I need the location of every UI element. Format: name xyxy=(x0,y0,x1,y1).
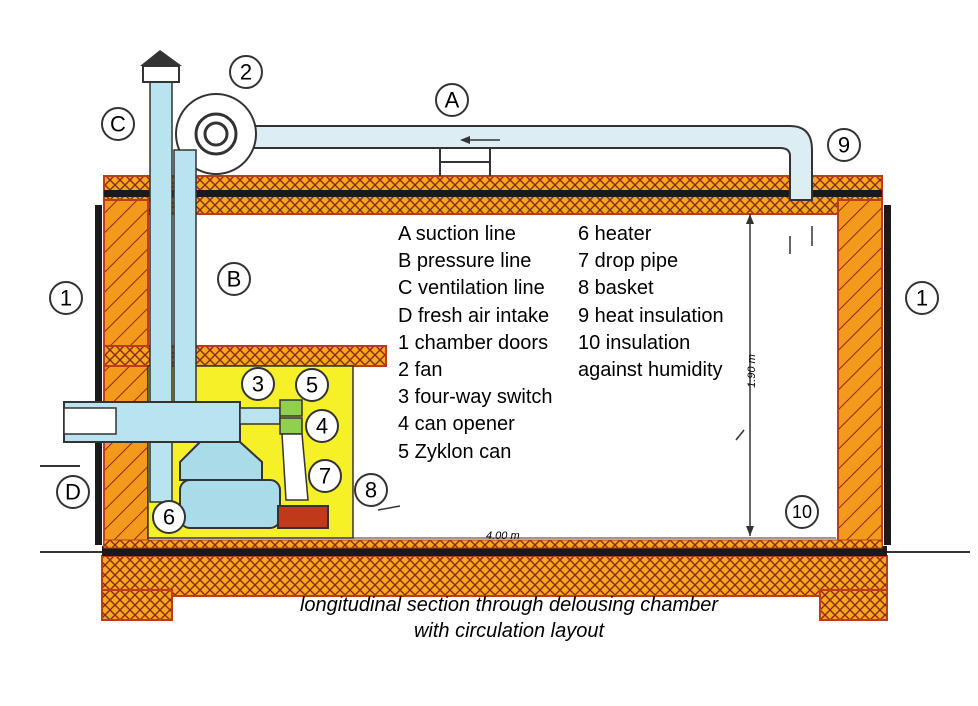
label-2: 2 xyxy=(240,60,252,85)
legend-left-item: A suction line xyxy=(398,223,516,245)
legend-right-item: against humidity xyxy=(578,359,723,382)
callout-labels xyxy=(49,55,939,534)
caption-line-1: longitudinal section through delousing c… xyxy=(299,594,719,616)
legend-left-item: 3 four-way switch xyxy=(398,386,553,409)
label-C: C xyxy=(110,112,126,137)
label-D: D xyxy=(65,480,81,505)
legend-left-item: 4 can opener xyxy=(398,413,515,436)
shelf xyxy=(103,345,387,367)
legend-left: A suction line B pressure line C ventilati… xyxy=(398,221,553,466)
label-circle-B xyxy=(217,262,251,296)
legend-left-item: D fresh air intake xyxy=(398,304,550,327)
four-way-switch-duct xyxy=(40,401,281,467)
label-circle-2 xyxy=(229,55,263,89)
legend-right-item: 10 insulation xyxy=(578,331,691,354)
dimension-lines xyxy=(150,214,836,539)
legend-right-item: 8 basket xyxy=(578,277,654,300)
label-4: 4 xyxy=(316,414,328,439)
label-circle-A xyxy=(435,83,469,117)
label-circle-C xyxy=(101,107,135,141)
legend-left-item: B pressure line xyxy=(398,250,532,273)
label-circle-3 xyxy=(241,367,275,401)
label-circle-4 xyxy=(305,409,339,443)
label-circle-5 xyxy=(295,368,329,402)
label-1-left: 1 xyxy=(60,286,72,311)
legend-right-item: 6 heater xyxy=(578,223,652,245)
label-A: A xyxy=(445,88,460,113)
legend-left-item: 2 fan xyxy=(398,359,443,382)
label-5: 5 xyxy=(306,373,318,398)
callout-label-text: A 2 C B 1 1 9 3 5 4 7 8 6 D 10 xyxy=(60,60,928,530)
basket xyxy=(277,505,329,529)
label-circle-6 xyxy=(152,500,186,534)
label-B: B xyxy=(227,267,242,292)
label-circle-10 xyxy=(785,495,819,529)
flow-arrows xyxy=(377,226,813,511)
label-10: 10 xyxy=(792,502,812,522)
label-3: 3 xyxy=(252,372,264,397)
legend-left-item: C ventilation line xyxy=(398,277,545,300)
label-7: 7 xyxy=(319,464,331,489)
legend-left-item: 1 chamber doors xyxy=(398,331,549,354)
legend-left-item: 5 Zyklon can xyxy=(398,440,512,463)
label-circle-8 xyxy=(354,473,388,507)
caption-line-2: with circulation layout xyxy=(413,620,605,642)
label-9: 9 xyxy=(838,133,850,158)
drop-pipe xyxy=(279,399,309,501)
label-circle-1-right xyxy=(905,281,939,315)
width-dimension-label: 4.00 m xyxy=(486,530,520,542)
legend-right-item: 9 heat insulation xyxy=(578,304,724,327)
foundation xyxy=(101,546,888,621)
label-circle-D xyxy=(56,475,90,509)
heater xyxy=(179,441,281,529)
suction-line xyxy=(239,125,813,201)
label-circle-9 xyxy=(827,128,861,162)
ventilation-line xyxy=(140,50,182,503)
label-circle-7 xyxy=(308,459,342,493)
chamber-walls xyxy=(95,175,891,549)
height-dimension-label: 1.90 m xyxy=(745,354,758,388)
label-1-right: 1 xyxy=(916,286,928,311)
legend-right: 6 heater 7 drop pipe 8 basket 9 heat insula… xyxy=(578,221,724,384)
legend-right-item: 7 drop pipe xyxy=(578,250,679,273)
label-circle-1-left xyxy=(49,281,83,315)
label-6: 6 xyxy=(163,505,175,530)
label-8: 8 xyxy=(365,478,377,503)
pressure-line xyxy=(173,149,197,403)
